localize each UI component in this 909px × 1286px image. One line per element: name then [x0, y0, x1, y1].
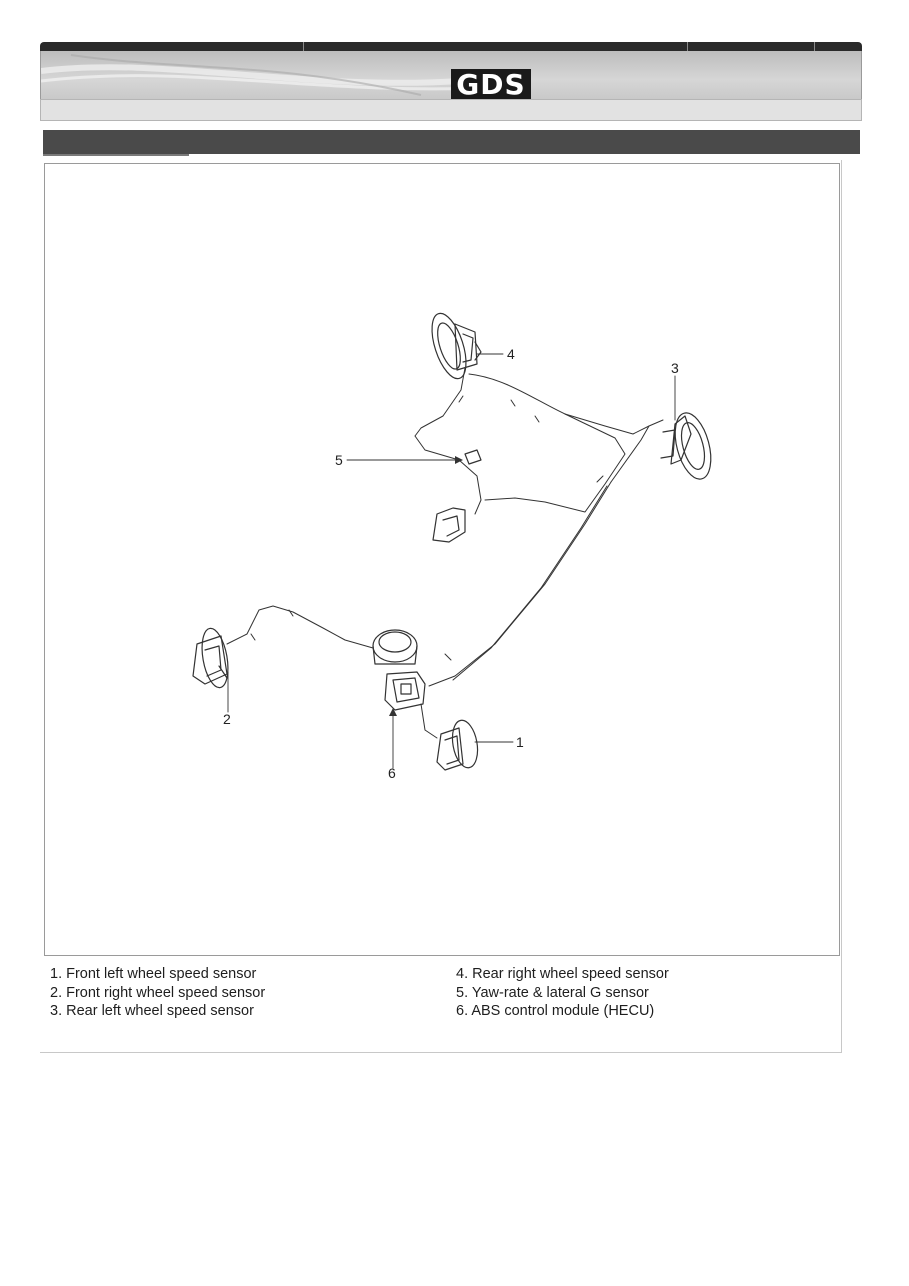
banner-divider	[687, 42, 688, 51]
callout-4: 4	[507, 346, 515, 362]
callout-5: 5	[335, 452, 343, 468]
banner-body: GDS	[40, 51, 862, 99]
banner-strip	[40, 99, 862, 121]
content-frame	[40, 160, 842, 1053]
front-left-wheel-assembly	[436, 719, 479, 771]
rear-left-wheel-assembly	[660, 412, 712, 480]
rear-right-wheel-assembly	[431, 312, 482, 380]
legend-item: 4. Rear right wheel speed sensor	[456, 966, 669, 982]
legend-item: 1. Front left wheel speed sensor	[50, 966, 257, 982]
callout-3: 3	[671, 360, 679, 376]
brake-booster-and-hecu	[372, 629, 426, 711]
front-right-wheel-assembly	[192, 627, 229, 689]
banner-divider	[814, 42, 815, 51]
section-underline	[43, 154, 189, 156]
legend-column-right: 4. Rear right wheel speed sensor 5. Yaw-…	[456, 965, 669, 1021]
legend-item: 5. Yaw-rate & lateral G sensor	[456, 984, 649, 1001]
abs-system-diagram: 4 3 5 2 6 1	[44, 163, 840, 956]
banner-top-bar	[40, 42, 862, 51]
legend-item: 2. Front right wheel speed sensor	[50, 984, 266, 1001]
brake-line-harness	[226, 367, 664, 739]
banner-swoosh-graphic	[41, 54, 502, 96]
banner-divider	[303, 42, 304, 51]
gds-logo: GDS	[451, 69, 531, 99]
callout-6: 6	[388, 765, 396, 781]
rear-left-bracket	[432, 507, 466, 543]
yaw-sensor-shape	[464, 449, 482, 465]
callout-arrowheads	[389, 456, 463, 716]
callout-1: 1	[516, 734, 524, 750]
header-banner: GDS	[40, 42, 862, 121]
callout-leaders	[227, 353, 676, 769]
callout-2: 2	[223, 711, 231, 727]
abs-system-illustration: 4 3 5 2 6 1	[192, 312, 712, 781]
legend-item: 3. Rear left wheel speed sensor	[50, 1003, 254, 1019]
legend-item: 6. ABS control module (HECU)	[456, 1003, 655, 1019]
legend-column-left: 1. Front left wheel speed sensor 2. Fron…	[50, 965, 265, 1021]
gds-logo-text: GDS	[456, 68, 526, 99]
section-title-bar	[43, 130, 860, 154]
